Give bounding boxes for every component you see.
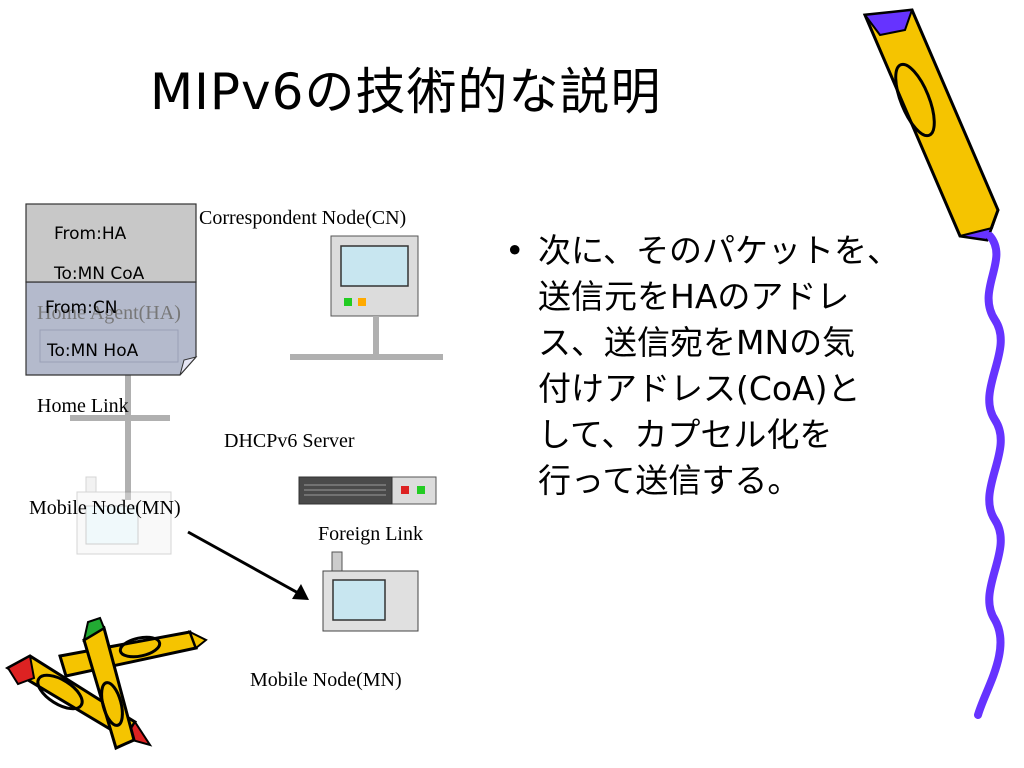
pencil-top-right-icon <box>862 8 1000 242</box>
bullet-symbol: • <box>505 231 525 270</box>
mn-foreign-label: Mobile Node(MN) <box>250 669 402 691</box>
dhcp-server-label: DHCPv6 Server <box>224 430 355 452</box>
bullet-line: 送信元をHAのアドレ <box>538 277 850 316</box>
outer-packet-from: From:HA <box>54 224 127 244</box>
dhcp-server-icon <box>298 476 437 505</box>
home-link-label: Home Link <box>37 395 129 417</box>
bullet-line: 次に、そのパケットを、 <box>538 231 901 270</box>
outer-packet-to: To:MN CoA <box>54 264 145 284</box>
ha-label: Home Agent(HA) <box>37 302 181 324</box>
bullet-line: 行って送信する。 <box>538 461 801 500</box>
outer-packet-box <box>25 203 197 283</box>
mn-home-label: Mobile Node(MN) <box>29 497 181 519</box>
bullet-line: 付けアドレス(CoA)と <box>538 369 861 408</box>
bullet-line: ス、送信宛をMNの気 <box>538 323 856 362</box>
wavy-line-decoration <box>974 232 1005 719</box>
cn-computer-icon <box>330 235 419 317</box>
inner-packet-from: From:CN <box>45 298 118 318</box>
pencils-bottom-left-icon <box>4 616 208 751</box>
movement-arrow <box>187 530 309 600</box>
mn-foreign-icon <box>322 551 419 632</box>
bullet-lines: 次に、そのパケットを、 送信元をHAのアドレ ス、送信宛をMNの気 付けアドレス… <box>538 228 963 504</box>
foreign-link-label: Foreign Link <box>318 523 423 545</box>
inner-packet-box <box>25 281 198 376</box>
inner-packet-to: To:MN HoA <box>47 341 139 361</box>
bullet-line: して、カプセル化を <box>538 415 833 454</box>
slide-title: MIPv6の技術的な説明 <box>150 63 662 121</box>
cn-label: Correspondent Node(CN) <box>199 207 407 229</box>
mn-home-faded-icon <box>76 476 172 555</box>
